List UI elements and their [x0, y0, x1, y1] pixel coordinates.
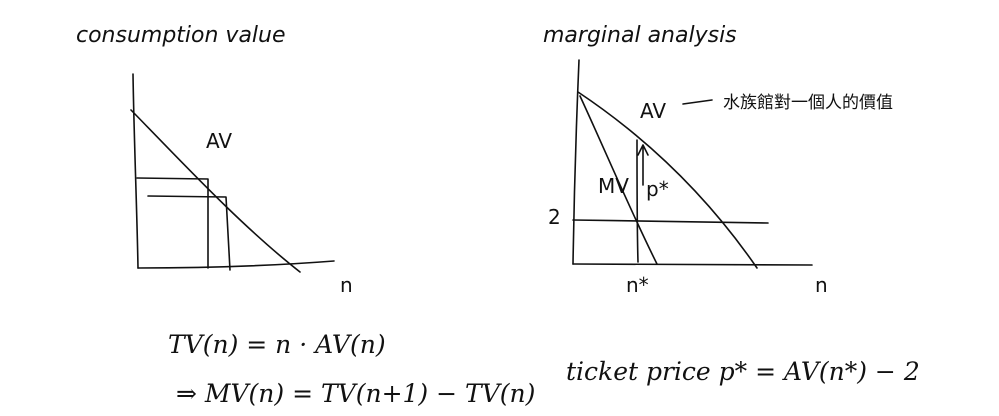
right-mv-line [579, 95, 658, 265]
left-av-line [130, 109, 301, 273]
right-formula-ticket: ticket price p* = AV(n*) − 2 [566, 357, 920, 386]
right-y-axis [572, 59, 580, 265]
right-av-note: 水族館對一個人的價值 [723, 93, 893, 113]
right-mv-label: MV [598, 174, 629, 198]
right-level-2-line [572, 219, 769, 224]
left-formula-mv: ⇒ MV(n) = TV(n+1) − TV(n) [176, 379, 535, 408]
right-pstar-arrow [637, 144, 649, 186]
left-rect-top [136, 177, 209, 269]
right-av-note-dash [682, 99, 713, 105]
left-av-label: AV [206, 129, 232, 153]
left-title: consumption value [76, 23, 286, 48]
right-nstar-line [636, 139, 639, 263]
right-pstar-label: p* [646, 177, 669, 201]
left-x-axis [137, 260, 335, 269]
right-x-axis [572, 263, 813, 266]
right-x-axis-label: n [815, 273, 828, 297]
right-y-tick-2: 2 [548, 205, 561, 229]
right-av-label: AV [640, 99, 666, 123]
left-formula-tv: TV(n) = n · AV(n) [168, 330, 386, 359]
right-nstar-label: n* [626, 273, 649, 297]
right-title: marginal analysis [543, 23, 737, 48]
left-y-axis [132, 73, 139, 269]
right-av-line [577, 91, 758, 269]
left-x-axis-label: n [340, 273, 353, 297]
left-rect-inner [147, 195, 231, 271]
